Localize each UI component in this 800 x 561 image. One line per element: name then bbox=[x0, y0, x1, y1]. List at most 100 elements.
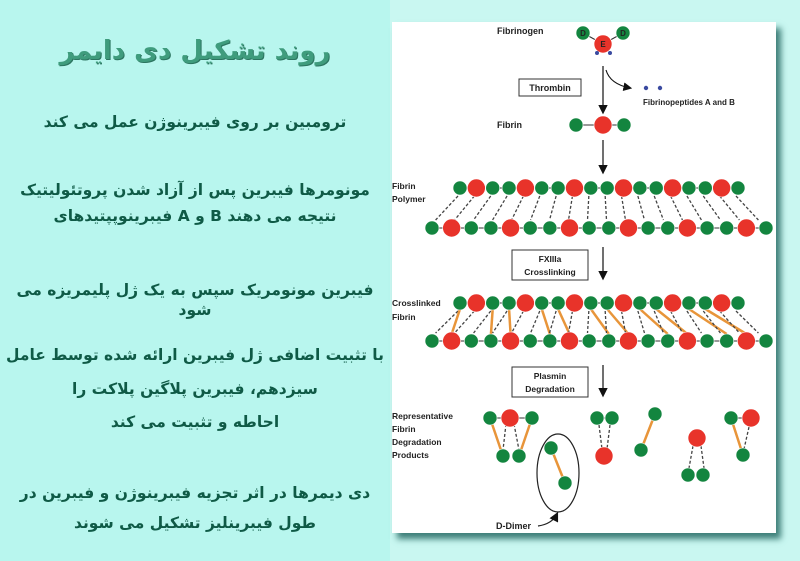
d-domain-node bbox=[482, 410, 498, 426]
text-line: نتیجه می دهند B و A فیبرینوپپتیدهای bbox=[53, 207, 337, 225]
d-domain-node bbox=[534, 295, 550, 311]
d-domain-node bbox=[647, 406, 663, 422]
link-line bbox=[606, 424, 611, 450]
e-domain-node bbox=[737, 331, 756, 351]
d-domain-node bbox=[681, 180, 697, 196]
d-domain-node bbox=[485, 295, 501, 311]
fibrinogen-label: Fibrinogen bbox=[497, 26, 544, 36]
link-line bbox=[604, 310, 608, 334]
e-domain-node bbox=[741, 408, 761, 428]
d-domain-node bbox=[719, 333, 735, 349]
fibrin-polymer-label: Fibrin bbox=[392, 181, 416, 191]
link-line bbox=[454, 195, 475, 221]
d-domain-node bbox=[542, 333, 558, 349]
d-domain-node bbox=[568, 117, 584, 133]
d-domain-node bbox=[695, 467, 711, 483]
d-domain-node bbox=[632, 180, 648, 196]
d-domain-node bbox=[522, 333, 538, 349]
e-domain-node bbox=[516, 293, 535, 313]
e-domain-node bbox=[565, 293, 584, 313]
e-domain-node bbox=[593, 115, 613, 135]
d-domain-node bbox=[583, 295, 599, 311]
link-line bbox=[598, 424, 603, 450]
link-line bbox=[606, 308, 630, 335]
d-domain-node bbox=[534, 180, 550, 196]
d-domain-node bbox=[604, 410, 620, 426]
curved-arrow-icon bbox=[605, 69, 633, 92]
link-line bbox=[548, 195, 557, 221]
d-domain-node bbox=[660, 333, 676, 349]
d-domain-node bbox=[463, 220, 479, 236]
d-domain-node bbox=[485, 180, 501, 196]
d-domain-node bbox=[424, 220, 440, 236]
d-domain-node bbox=[758, 220, 774, 236]
text-line: ترومبین بر روی فیبرینوژن عمل می کند bbox=[43, 113, 347, 131]
link-line bbox=[586, 195, 590, 221]
d-dimer-node bbox=[557, 475, 573, 491]
link-line bbox=[719, 195, 740, 221]
link-line bbox=[492, 310, 508, 334]
text-line: احاطه و تثبیت می کند bbox=[110, 413, 280, 431]
link-line bbox=[435, 310, 459, 334]
link-line bbox=[620, 195, 627, 221]
d-domain-node bbox=[599, 180, 615, 196]
link-line bbox=[719, 310, 740, 334]
d-domain-node bbox=[681, 295, 697, 311]
d-dimer-ellipse bbox=[536, 433, 580, 513]
e-domain-node bbox=[678, 218, 697, 238]
link-line bbox=[604, 195, 608, 221]
d-domain-node bbox=[730, 295, 746, 311]
products-label: Representative bbox=[392, 411, 453, 421]
link-line bbox=[704, 307, 748, 336]
d-domain-node bbox=[640, 333, 656, 349]
link-line bbox=[473, 310, 492, 334]
e-domain-node bbox=[614, 293, 633, 313]
d-domain-node bbox=[550, 180, 566, 196]
fibrin-label: Fibrin bbox=[497, 120, 522, 130]
link-line bbox=[700, 445, 705, 469]
link-line bbox=[702, 195, 721, 221]
link-line bbox=[686, 310, 702, 334]
e-domain-node bbox=[560, 218, 579, 238]
d-domain-node bbox=[524, 410, 540, 426]
link-line bbox=[529, 195, 541, 221]
e-domain-node bbox=[663, 293, 682, 313]
d-domain-node bbox=[601, 220, 617, 236]
d-domain-node bbox=[648, 180, 664, 196]
link-line bbox=[589, 308, 610, 335]
link-line bbox=[492, 195, 508, 221]
d-domain-node bbox=[575, 25, 591, 41]
fibrinopeptide-dot bbox=[643, 85, 649, 91]
thrombin-box bbox=[518, 78, 582, 97]
link-line bbox=[586, 310, 590, 334]
e-domain-node bbox=[678, 331, 697, 351]
d-domain-node bbox=[501, 180, 517, 196]
link-line bbox=[548, 310, 557, 334]
e-domain-node bbox=[516, 178, 535, 198]
d-domain-node bbox=[699, 220, 715, 236]
link-line bbox=[655, 308, 689, 335]
d-domain-node bbox=[583, 180, 599, 196]
d-domain-node bbox=[601, 333, 617, 349]
link-line bbox=[639, 308, 669, 335]
e-domain-node bbox=[712, 178, 731, 198]
plasmin-label: Degradation bbox=[525, 384, 575, 394]
domain-letter: D bbox=[620, 29, 626, 38]
e-domain-node bbox=[712, 293, 731, 313]
d-domain-node bbox=[697, 295, 713, 311]
e-domain-node bbox=[619, 331, 638, 351]
e-domain-node bbox=[442, 331, 461, 351]
e-domain-node bbox=[560, 331, 579, 351]
fxiiia-label: Crosslinking bbox=[524, 267, 575, 277]
d-domain-node bbox=[522, 220, 538, 236]
d-domain-node bbox=[633, 442, 649, 458]
e-domain-node bbox=[500, 408, 520, 428]
d-domain-node bbox=[699, 333, 715, 349]
fibrinopeptides-label: Fibrinopeptides A and B bbox=[643, 98, 735, 107]
text-line: طول فیبرینلیز تشکیل می شوند bbox=[73, 514, 317, 532]
d-domain-node bbox=[730, 180, 746, 196]
e-domain-node bbox=[593, 34, 613, 54]
text-line: فیبرین مونومریک سپس به یک ژل پلیمریزه می… bbox=[16, 281, 374, 319]
text-column: روند تشکیل دی دایمر ترومبین بر روی فیبری… bbox=[0, 0, 390, 561]
